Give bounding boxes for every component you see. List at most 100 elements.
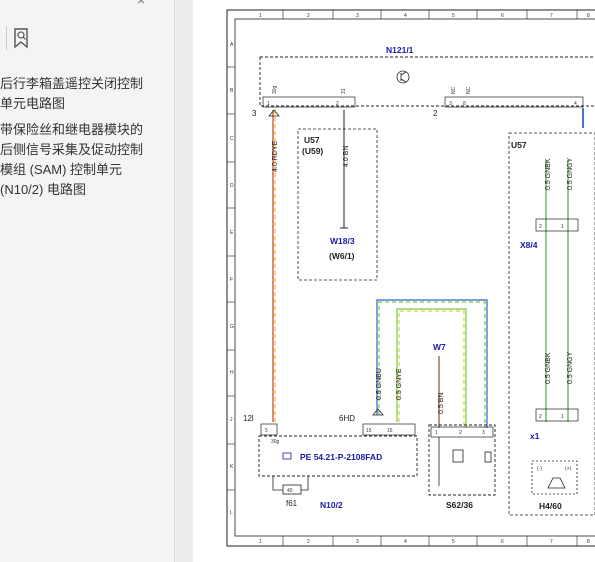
pin-name: 30g	[271, 439, 280, 445]
wire-label: 0.5 GNGY	[567, 157, 574, 190]
wire-label: 0.5 GNYE	[396, 368, 403, 400]
module-n121-1: N121/1 1 2 3 8 4 30g 31 NC NC 3 2	[252, 45, 595, 118]
component-label-x84: X8/4	[520, 240, 538, 250]
component-label-u57: U57	[304, 135, 320, 145]
pin-number: 15	[366, 428, 372, 434]
component-label-x1: x1	[530, 431, 540, 441]
row-label: F	[230, 277, 233, 283]
module-u57-u59: U57 (U59) 4.0 BN W18/3 (W6/1)	[297, 110, 378, 281]
pin-name: 31	[341, 88, 347, 94]
bookmark-line: 模组 (SAM) 控制单元	[0, 162, 123, 177]
pin-number: 1	[267, 101, 270, 107]
bookmark-sidebar: × 后行李箱盖遥控关闭控制 单元电路图 带保险丝和继电器模块的 后侧信号采集及促…	[0, 0, 175, 562]
bookmark-line: 单元电路图	[0, 96, 66, 111]
pin-number: 1	[435, 430, 438, 436]
component-label-u57: U57	[511, 140, 527, 150]
row-label: A	[230, 42, 234, 48]
wire-label: 0.5 BN	[438, 393, 445, 414]
component-label-s62-36: S62/36	[446, 500, 473, 510]
bookmark-line: 后侧信号采集及促动控制	[0, 142, 144, 157]
row-label: E	[230, 230, 234, 236]
bookmark-line: (N10/2) 电路图	[0, 182, 86, 197]
pin-name: NC	[466, 86, 472, 94]
column-label: 1	[259, 13, 262, 19]
column-label: 7	[550, 539, 553, 545]
pin-number: 3	[449, 101, 452, 107]
pin-number: 4	[574, 101, 577, 107]
transistor-icon	[396, 70, 410, 84]
wire-label: 0.5 GNGY	[567, 351, 574, 384]
row-label: K	[230, 464, 234, 470]
connector-label-2: 2	[433, 109, 438, 118]
row-label: C	[230, 136, 234, 142]
connector-label-6hd: 6HD	[339, 414, 355, 423]
pin-number: 5	[265, 428, 268, 434]
component-label-u59: (U59)	[302, 146, 323, 156]
bookmark-search-icon[interactable]	[10, 26, 32, 52]
row-label: B	[230, 88, 234, 94]
pin-number: 2	[459, 430, 462, 436]
module-n10-2: 12l 6HD 5 15 16 30g PE 54.21-P-2108FAD 4…	[243, 414, 418, 510]
component-label-h4-60: H4/60	[539, 501, 562, 511]
pin-number: 16	[387, 428, 393, 434]
column-label: 2	[307, 539, 310, 545]
pin-name: NC	[451, 86, 457, 94]
sidebar-splitter[interactable]	[175, 0, 361, 562]
pin-number: 2	[539, 414, 542, 420]
wire-rdye: 4.0 RDYE	[268, 109, 280, 422]
module-u57-right: U57 0.5 GNBK 0.5 GNGY 2 1 X8/4 0.5 GNBK …	[508, 108, 595, 516]
pin-name: 30g	[272, 85, 278, 94]
polarity-label: (+)	[565, 466, 572, 472]
fuse-rating: 40	[287, 488, 293, 494]
bookmark-item-sam-control-unit[interactable]: 带保险丝和继电器模块的 后侧信号采集及促动控制 模组 (SAM) 控制单元 (N…	[0, 120, 170, 200]
column-label: 3	[356, 13, 359, 19]
column-label: 4	[404, 13, 407, 19]
bookmark-line: 后行李箱盖遥控关闭控制	[0, 76, 144, 91]
wires-gnbu-gnye: 0.5 GNBU 0.5 GNYE W7 0.5 BN	[372, 299, 488, 428]
pin-number: 2	[539, 224, 542, 230]
bookmark-line: 带保险丝和继电器模块的	[0, 122, 144, 137]
pin-number: 1	[561, 414, 564, 420]
column-label: 6	[501, 539, 504, 545]
row-label: H	[230, 370, 234, 376]
drawing-frame: 1 2 3 4 5 6 7 8 1 2 3 4 5 6 7 8 A B C D …	[226, 9, 595, 547]
pin-number: 1	[561, 224, 564, 230]
wiring-diagram: 1 2 3 4 5 6 7 8 1 2 3 4 5 6 7 8 A B C D …	[226, 9, 595, 547]
column-label: 3	[356, 539, 359, 545]
connector-label-3: 3	[252, 109, 257, 118]
column-label: 5	[452, 539, 455, 545]
column-label: 1	[259, 539, 262, 545]
bookmark-item-trunk-lid-control[interactable]: 后行李箱盖遥控关闭控制 单元电路图	[0, 74, 170, 114]
row-label: J	[230, 417, 233, 423]
wire-label: 4.0 RDYE	[272, 141, 279, 172]
close-icon[interactable]: ×	[137, 0, 146, 8]
pin-number: 2	[336, 101, 339, 107]
component-label-n121: N121/1	[386, 45, 414, 55]
component-label-w7: W7	[433, 342, 446, 352]
component-label-w18: W18/3	[330, 236, 355, 246]
row-label: D	[230, 183, 234, 189]
component-label-w6: (W6/1)	[329, 251, 355, 261]
column-label: 8	[587, 13, 590, 19]
wire-label: 0.5 GNBU	[376, 368, 383, 400]
row-label: L	[230, 510, 233, 516]
document-viewer: 1 2 3 4 5 6 7 8 1 2 3 4 5 6 7 8 A B C D …	[193, 0, 595, 562]
component-label-n10-2: N10/2	[320, 500, 343, 510]
column-label: 2	[307, 13, 310, 19]
column-label: 6	[501, 13, 504, 19]
column-label: 4	[404, 539, 407, 545]
wire-label: 0.5 GNBK	[545, 158, 552, 190]
column-label: 5	[452, 13, 455, 19]
wire-label: 4.0 BN	[343, 146, 350, 167]
switch-s62-36: 1 2 3 S62/36	[428, 424, 496, 510]
row-label: G	[230, 324, 234, 330]
polarity-label: (-)	[537, 466, 542, 472]
component-label-f61: f61	[286, 499, 298, 508]
wire-label: 0.5 GNBK	[545, 352, 552, 384]
toolbar-divider	[6, 26, 7, 50]
reference-link[interactable]: PE 54.21-P-2108FAD	[300, 452, 382, 462]
column-label: 7	[550, 13, 553, 19]
pin-number: 8	[463, 101, 466, 107]
pin-number: 3	[482, 430, 485, 436]
connector-label-12l: 12l	[243, 414, 254, 423]
